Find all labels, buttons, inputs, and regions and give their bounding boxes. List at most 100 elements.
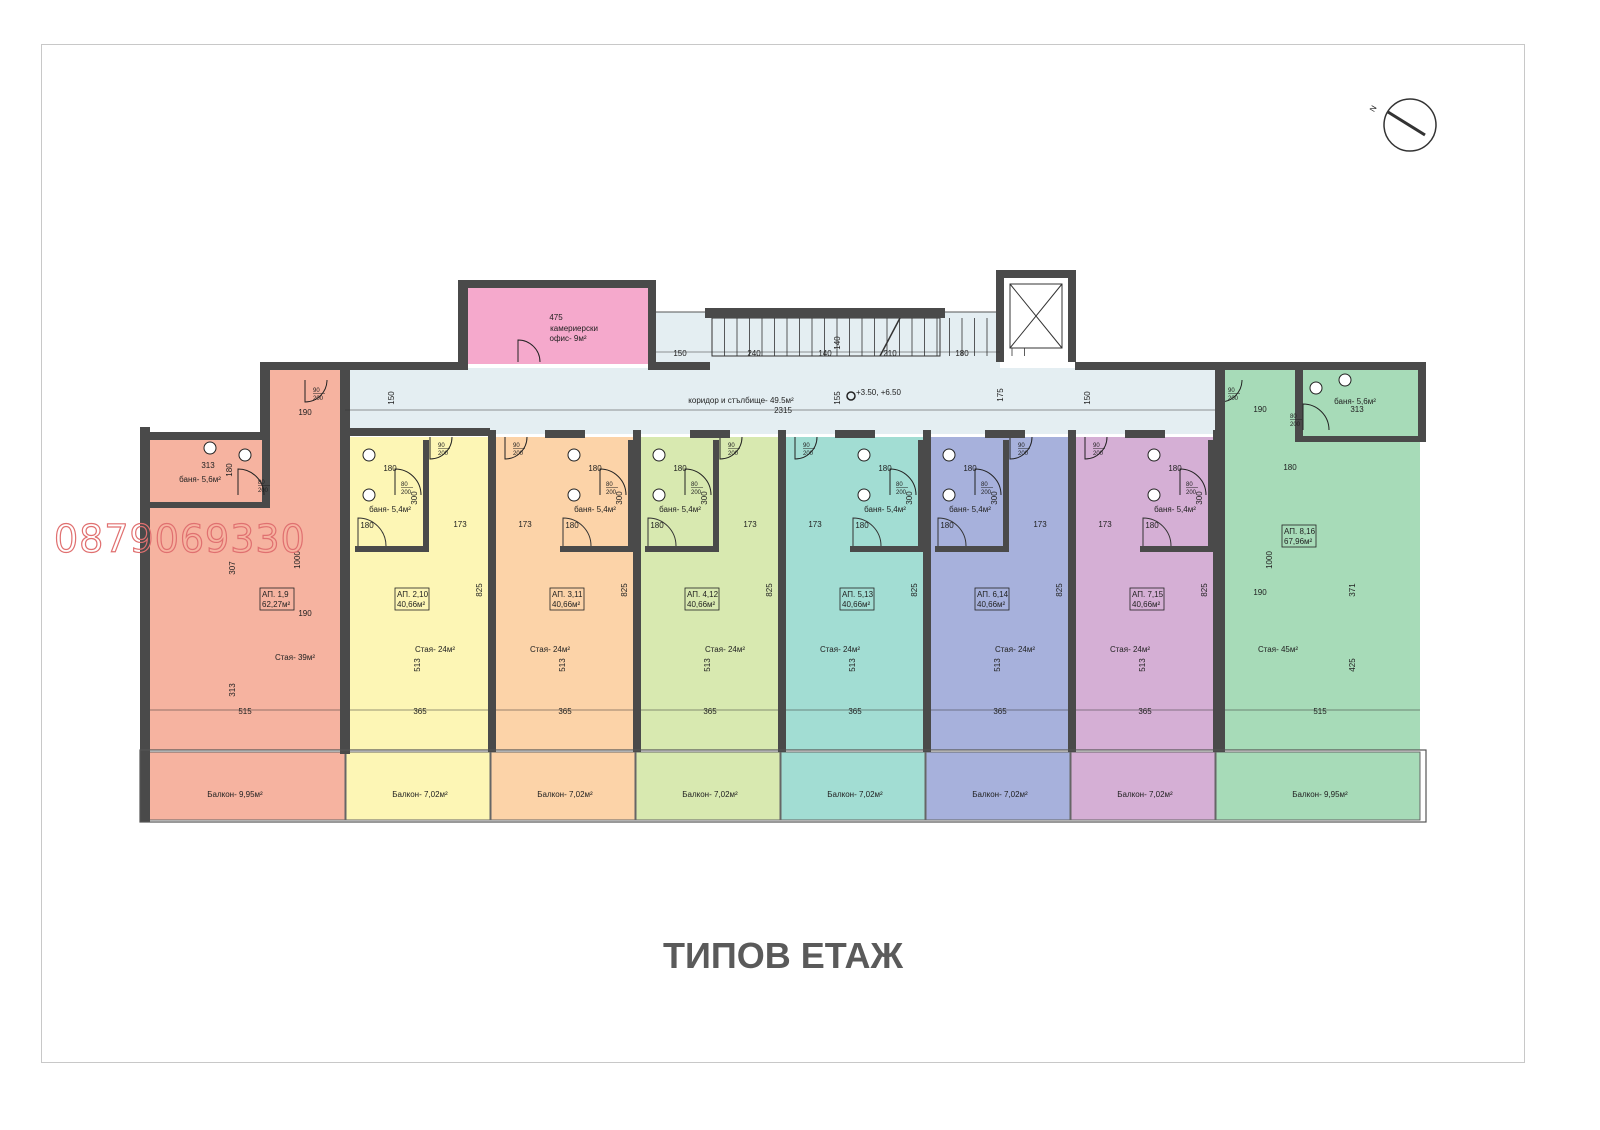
dimension: 300: [990, 491, 999, 505]
wall: [780, 430, 786, 750]
shower-icon: [647, 517, 677, 547]
door-width-label: 80: [606, 482, 613, 488]
dimension: 513: [413, 658, 422, 672]
balcony-1: [140, 751, 346, 821]
office-label: камериерски: [550, 324, 598, 333]
dimension: 173: [808, 520, 822, 529]
door-swing: [1009, 436, 1033, 460]
apartment-tag-box: [259, 587, 295, 611]
door-height-label: 200: [1018, 451, 1029, 457]
room-label: Стая- 45м²: [1258, 645, 1298, 654]
dimension: 173: [1098, 520, 1112, 529]
bathroom-label: баня- 5,4м²: [574, 505, 616, 514]
wall: [1215, 362, 1225, 752]
wall: [1215, 362, 1425, 370]
door-width-label: 80: [1186, 482, 1193, 488]
door-width-label: 90: [313, 388, 320, 394]
dimension: 513: [703, 658, 712, 672]
wall: [423, 440, 429, 552]
dimension: 300: [1195, 491, 1204, 505]
shower-icon: [1142, 517, 1172, 547]
wall: [925, 430, 931, 750]
apartment-number: АП. 1,9: [262, 590, 289, 599]
dimension: 180: [1145, 521, 1159, 530]
apartment-area: 40,66м²: [1132, 600, 1161, 609]
apartment-number: АП. 4,12: [687, 590, 719, 599]
dimension: 180: [878, 464, 892, 473]
dimension: 313: [1350, 405, 1364, 414]
apartment-tag-box: [1129, 587, 1165, 611]
door-swing: [719, 436, 743, 460]
apartment-number: АП. 5,13: [842, 590, 874, 599]
toilet-icon: [567, 448, 581, 462]
dimension: 180: [673, 464, 687, 473]
balcony-label: Балкон- 7,02м²: [537, 790, 593, 799]
elevator-cross-icon: [1009, 283, 1063, 349]
wall: [1068, 270, 1076, 362]
bathroom-label: баня- 5,4м²: [949, 505, 991, 514]
dimension: 173: [743, 520, 757, 529]
wall: [1070, 430, 1076, 750]
balcony-7: [1070, 751, 1216, 821]
wall: [635, 430, 641, 750]
dimension: 150: [1083, 391, 1092, 405]
wall: [458, 280, 656, 288]
door-height-label: 200: [1228, 396, 1239, 402]
door-swing: [504, 436, 528, 460]
wall: [645, 546, 719, 552]
dimension: 1000: [1265, 551, 1274, 569]
office-label: офис- 9м²: [550, 334, 587, 343]
wall: [560, 546, 634, 552]
apartment-tag-box: [684, 587, 720, 611]
wall: [490, 430, 496, 750]
dimension-width: 365: [558, 707, 572, 716]
wall: [1125, 430, 1165, 438]
door-width-label: 90: [803, 443, 810, 449]
door-width-label: 80: [258, 480, 265, 486]
dimension: 425: [1348, 658, 1357, 672]
balcony-3: [490, 751, 636, 821]
wall: [262, 440, 270, 505]
dimension: 190: [1253, 405, 1267, 414]
wall: [996, 270, 1004, 362]
door-height-label: 200: [258, 488, 269, 494]
dimension: 180: [383, 464, 397, 473]
door-height-label: 200: [513, 451, 524, 457]
room-label: Стая- 24м²: [530, 645, 570, 654]
dimension: 155: [833, 391, 842, 405]
level-label: +3.50, +6.50: [856, 388, 901, 397]
door-height-label: 200: [606, 490, 617, 496]
door-swing: [889, 468, 917, 496]
dimension: 180: [1283, 463, 1297, 472]
dimension: 475: [549, 313, 563, 322]
room-label: Стая- 24м²: [995, 645, 1035, 654]
drawing-frame: [41, 44, 1525, 1063]
dimension: 173: [1033, 520, 1047, 529]
dimension: 825: [1055, 583, 1064, 597]
bathroom-label: баня- 5,4м²: [1154, 505, 1196, 514]
room-label: Стая- 24м²: [1110, 645, 1150, 654]
dimension: 180: [650, 521, 664, 530]
wall: [1295, 436, 1420, 442]
dimension: 240: [747, 349, 761, 358]
dimension: 180: [855, 521, 869, 530]
dimension: 1000: [293, 551, 302, 569]
shower-icon: [852, 517, 882, 547]
apartment-tag-box: [394, 587, 430, 611]
bathroom-label: баня- 5,4м²: [659, 505, 701, 514]
door-height-label: 200: [803, 451, 814, 457]
toilet-icon: [567, 488, 581, 502]
dimension: 180: [588, 464, 602, 473]
balcony-2: [345, 751, 491, 821]
door-swing: [599, 468, 627, 496]
balcony-label: Балкон- 7,02м²: [827, 790, 883, 799]
door-width-label: 90: [1018, 443, 1025, 449]
dimension: 210: [883, 349, 897, 358]
dimension: 180: [225, 463, 234, 477]
door-width-label: 80: [691, 482, 698, 488]
wall: [705, 308, 945, 318]
dimension: 140: [833, 336, 842, 350]
door-swing: [974, 468, 1002, 496]
stair-break-line: [879, 317, 901, 357]
